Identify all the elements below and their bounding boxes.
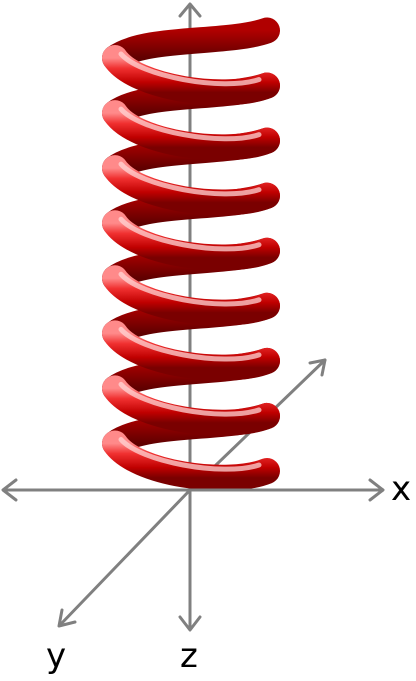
helix-front-strand-8 [102,45,280,106]
z-axis-top-arrowhead [178,2,202,18]
x-axis-negative-arrowhead [1,478,18,502]
helix-highlight-5 [118,216,262,252]
y-axis-positive-arrowhead [308,358,327,377]
helix-front-strand-3 [102,320,280,381]
helix-front-strand-2 [102,375,280,436]
helix-front-strand-1 [102,430,280,491]
axes-front [1,478,385,632]
y-axis-label: y [46,636,66,676]
helix-highlight-1 [118,436,262,472]
x-axis-arrowhead [368,478,385,502]
z-axis-label: z [180,636,198,676]
helix-highlight-2 [118,381,262,417]
y-axis [58,488,192,627]
helix-front-strand-7 [102,100,280,161]
helix-coil [102,17,280,491]
helix-highlight-7 [118,106,262,142]
helix-highlight-4 [118,271,262,307]
y-axis-arrowhead [57,608,77,628]
helix-front-strand-4 [102,265,280,326]
helix-back-strand-8 [102,17,280,72]
helix-highlight-6 [118,161,262,197]
helix-front-strand-6 [102,155,280,216]
z-axis-arrowhead [178,615,202,632]
x-axis-label: x [391,469,411,509]
helix-highlight-3 [118,326,262,362]
helix-front-strand-5 [102,210,280,271]
helix-highlight-8 [118,51,262,87]
